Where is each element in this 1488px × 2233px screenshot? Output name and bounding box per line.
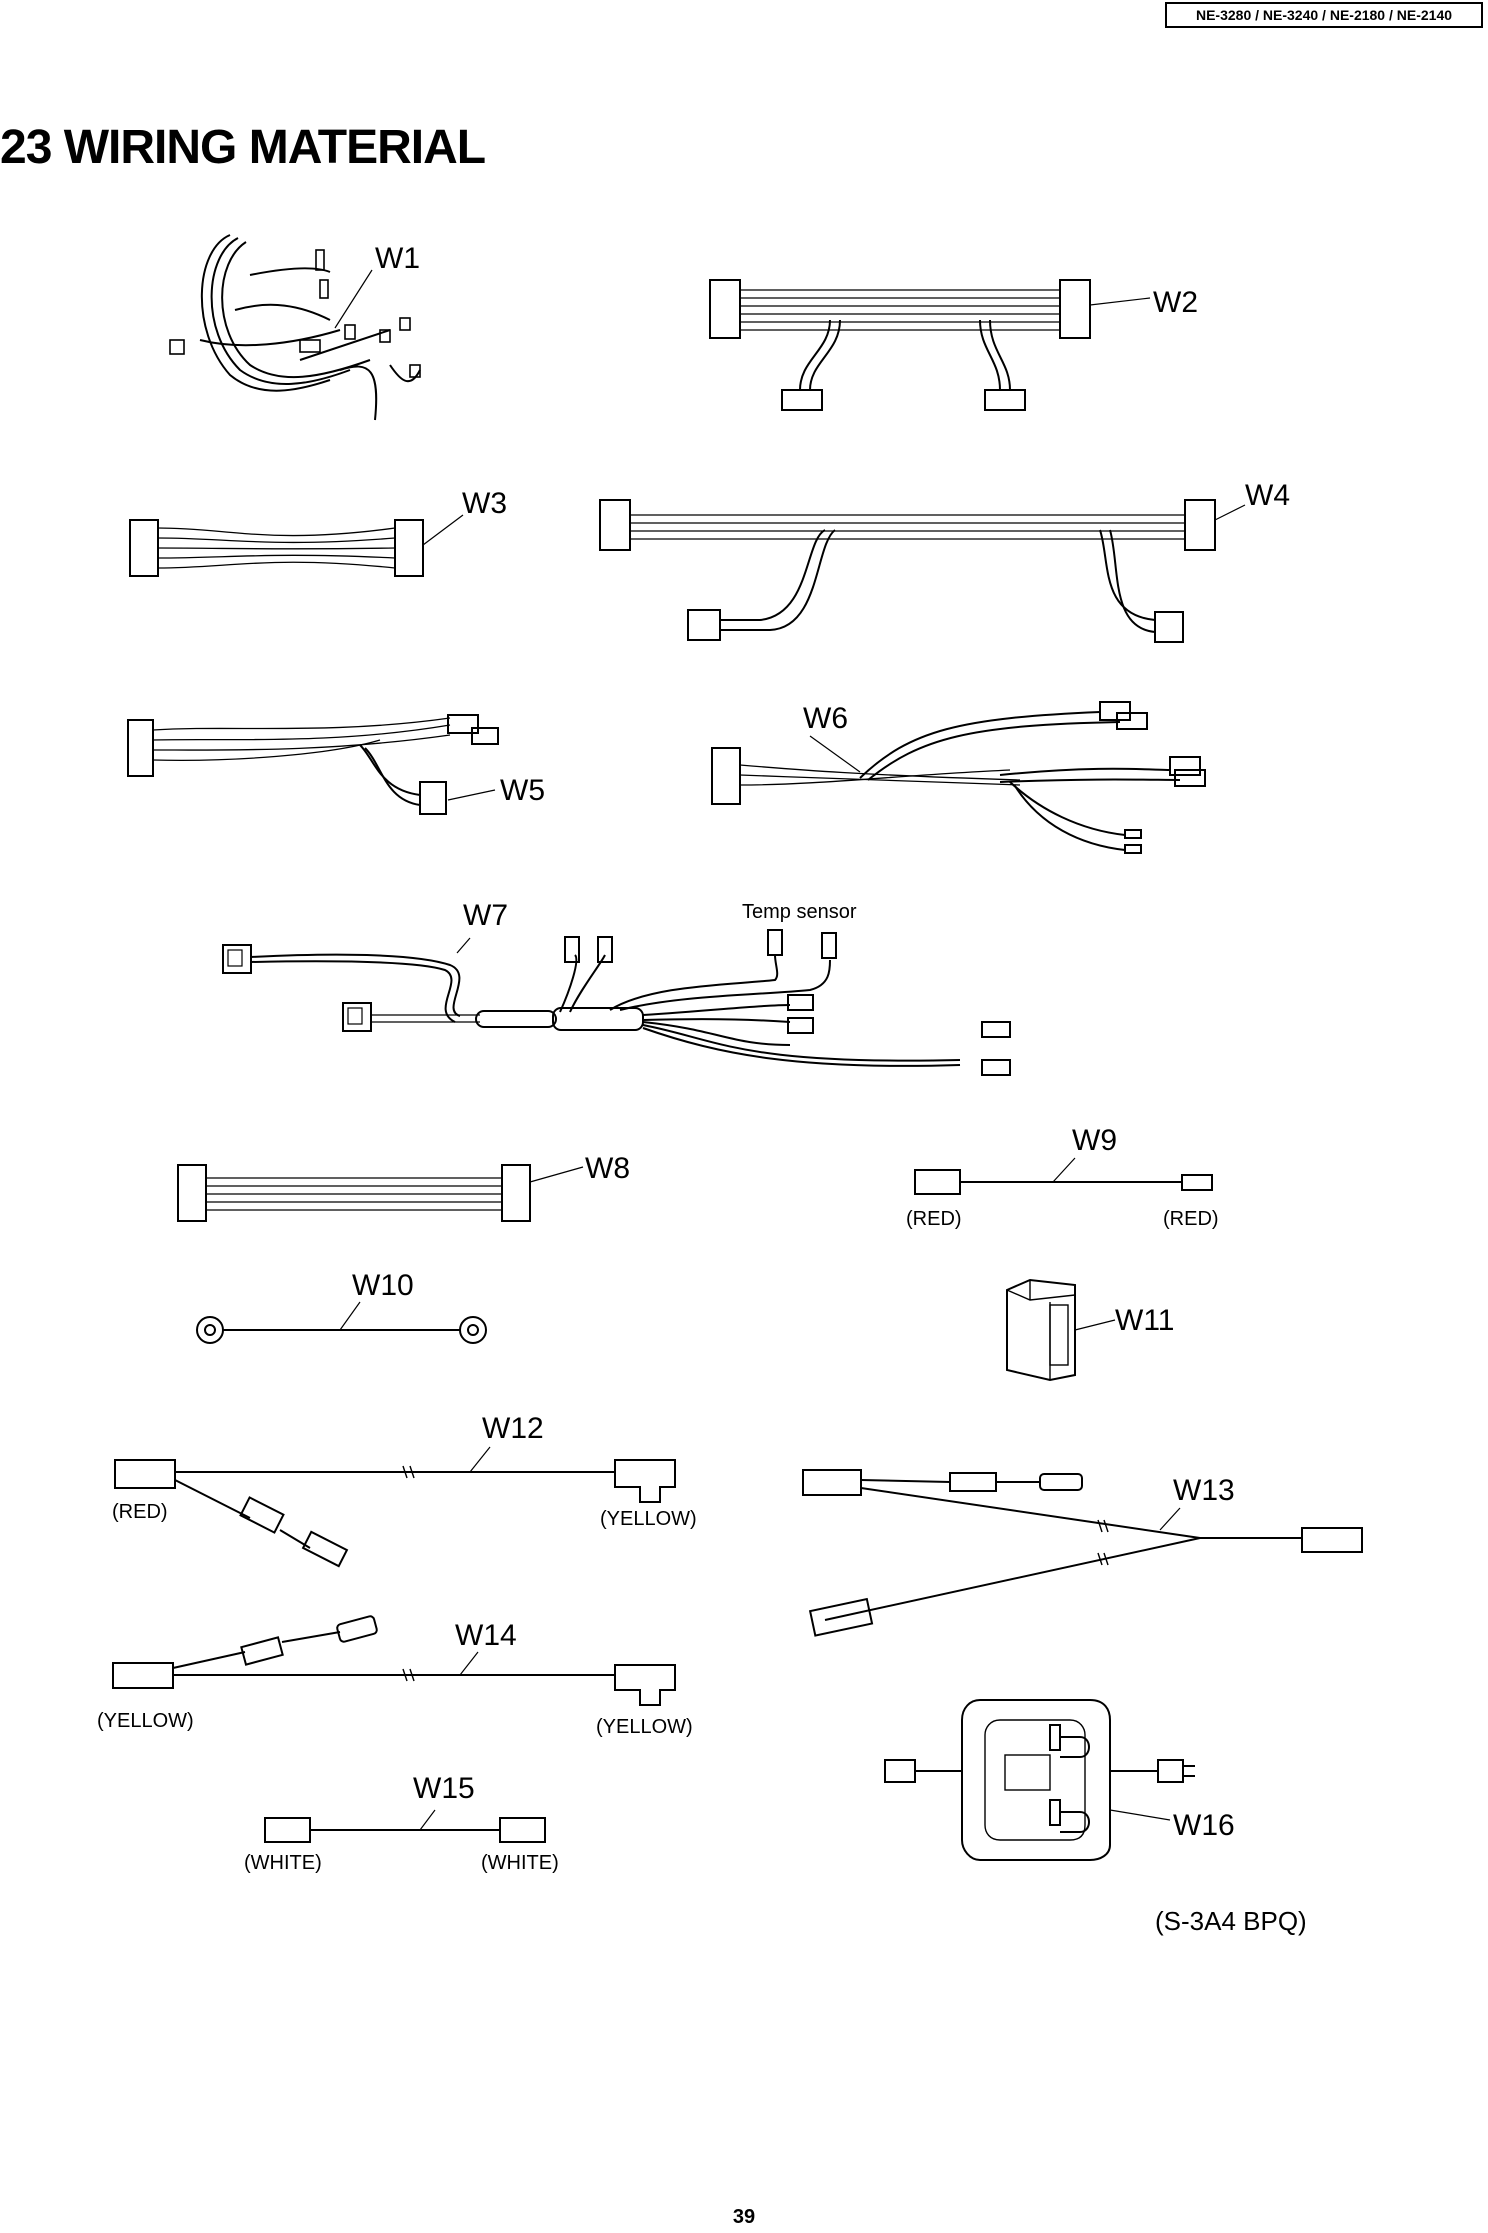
w12-left-color: (RED) <box>112 1501 168 1523</box>
w15-wire <box>264 1809 546 1843</box>
w2-label: W2 <box>1153 286 1198 319</box>
w4-label: W4 <box>1245 479 1290 512</box>
w2-harness <box>709 279 1151 411</box>
w9-right-color: (RED) <box>1163 1208 1219 1230</box>
w12-label: W12 <box>482 1412 544 1445</box>
w14-wire <box>112 1615 676 1706</box>
w12-wire <box>114 1446 676 1568</box>
temp-sensor-label: Temp sensor <box>742 901 857 923</box>
w16-label: W16 <box>1173 1809 1235 1842</box>
w15-left-color: (WHITE) <box>244 1852 322 1874</box>
w8-harness <box>177 1164 584 1222</box>
w6-label: W6 <box>803 702 848 735</box>
w10-label: W10 <box>352 1269 414 1302</box>
page-number: 39 <box>732 2206 756 2228</box>
w11-label: W11 <box>1115 1304 1174 1337</box>
w13-label: W13 <box>1173 1474 1235 1507</box>
w16-harness <box>884 1699 1195 1861</box>
w8-label: W8 <box>585 1152 630 1185</box>
w5-label: W5 <box>500 774 545 807</box>
w14-label: W14 <box>455 1619 517 1652</box>
section-title: 23 WIRING MATERIAL <box>0 121 486 174</box>
w14-right-color: (YELLOW) <box>596 1716 693 1738</box>
w7-harness <box>222 929 1011 1076</box>
w5-harness <box>127 714 499 815</box>
w13-wire <box>802 1469 1363 1637</box>
w15-label: W15 <box>413 1772 475 1805</box>
w11-connector <box>1006 1278 1116 1382</box>
w9-label: W9 <box>1072 1124 1117 1157</box>
w15-right-color: (WHITE) <box>481 1852 559 1874</box>
w3-label: W3 <box>462 487 507 520</box>
w9-left-color: (RED) <box>906 1208 962 1230</box>
model-numbers: NE-3280 / NE-3240 / NE-2180 / NE-2140 <box>1165 2 1483 28</box>
w3-harness <box>129 514 464 577</box>
w1-harness <box>169 234 421 421</box>
document-code: (S-3A4 BPQ) <box>1155 1906 1307 1936</box>
w1-label: W1 <box>375 242 420 275</box>
w6-harness <box>711 701 1206 854</box>
w7-label: W7 <box>463 899 508 932</box>
w14-left-color: (YELLOW) <box>97 1710 194 1732</box>
w9-wire <box>914 1157 1213 1195</box>
w12-right-color: (YELLOW) <box>600 1508 697 1530</box>
w4-harness <box>599 499 1246 643</box>
w10-ground-wire <box>196 1301 487 1344</box>
